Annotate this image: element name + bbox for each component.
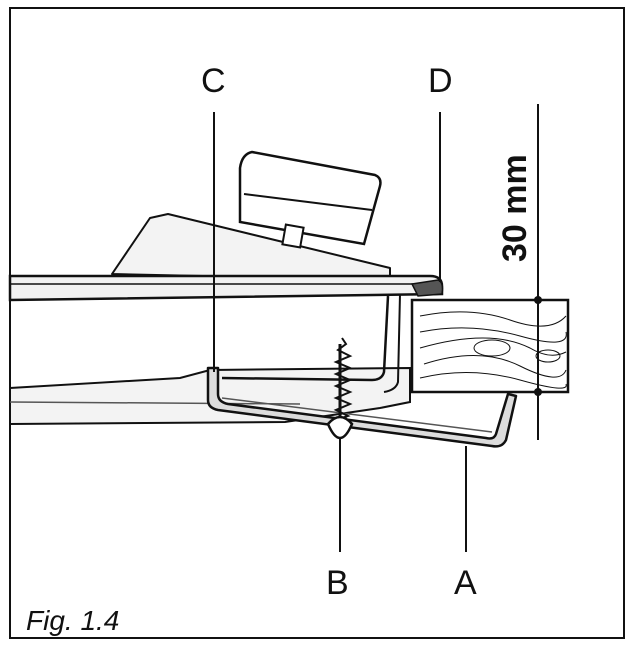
dimension-label: 30 mm <box>496 154 534 262</box>
worktop <box>410 298 570 394</box>
label-d: D <box>428 62 453 100</box>
hob-frame-edge-inner <box>383 293 401 393</box>
fixing-bracket-a-line <box>221 397 493 433</box>
figure-caption: Fig. 1.4 <box>26 605 119 636</box>
control-knob <box>238 150 382 249</box>
dimension-30mm <box>534 104 542 440</box>
label-c: C <box>201 62 226 100</box>
gasket-d <box>410 279 444 297</box>
screw-b <box>326 337 354 440</box>
label-b: B <box>326 564 349 602</box>
hob-frame-edge <box>221 295 390 382</box>
fixing-bracket-a <box>206 366 518 448</box>
label-a: A <box>454 564 477 602</box>
hob-lower-body-line <box>9 401 301 405</box>
